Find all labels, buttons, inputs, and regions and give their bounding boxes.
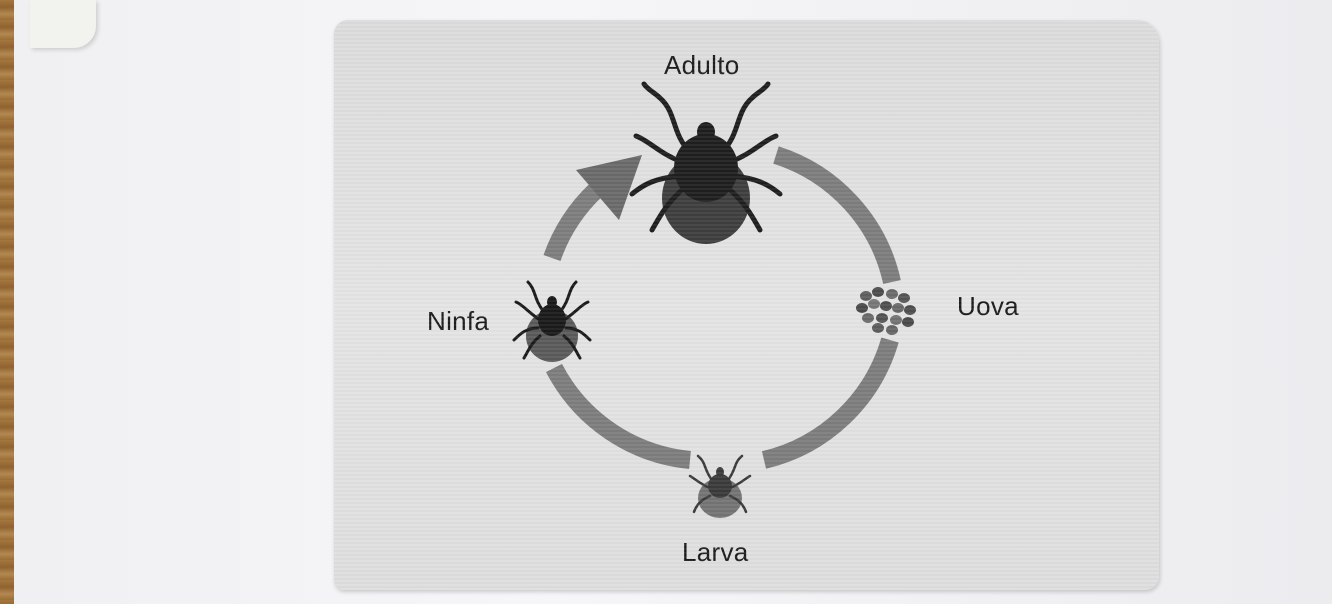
larva-tick-icon [690, 456, 750, 518]
stage-label-larva: Larva [682, 537, 749, 568]
stage-label-eggs: Uova [957, 291, 1019, 322]
ring-arc-eggs-to-larva [764, 340, 890, 460]
egg-cluster-icon [856, 287, 916, 335]
ring-arc-nymph-to-adult [552, 190, 596, 258]
ring-arc-adult-to-eggs [776, 155, 892, 282]
nymph-tick-icon [514, 282, 590, 362]
corner-object [30, 0, 96, 48]
ring-arc-larva-to-nymph [554, 368, 690, 460]
tick-life-cycle-card: Adulto Uova Ninfa Larva [334, 20, 1159, 590]
stage-label-nymph: Ninfa [427, 306, 489, 337]
stage-label-adult: Adulto [664, 50, 740, 81]
life-cycle-diagram [334, 20, 1159, 590]
adult-tick-icon [632, 84, 780, 244]
